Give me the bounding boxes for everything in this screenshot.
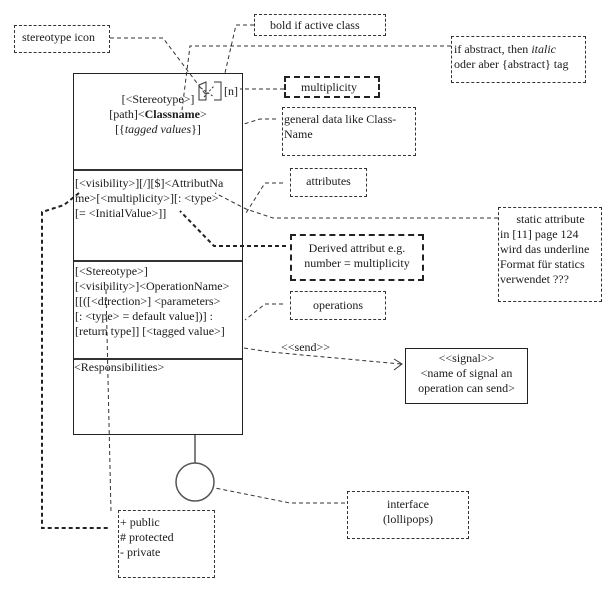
note-line: verwendet ???	[500, 272, 569, 286]
note-text: if abstract, then	[454, 42, 532, 56]
interface-lollipop-icon	[175, 462, 215, 502]
note-text-italic: italic	[531, 42, 556, 56]
note-stereotype-icon: stereotype icon	[14, 25, 110, 53]
connector-operations	[244, 303, 283, 321]
operation-line: [: <type> = default value])] :	[75, 309, 213, 323]
note-visibility: + public # protected - private	[118, 510, 215, 578]
note-operations: operations	[290, 291, 386, 320]
operation-line: [[([<direction>] <parameters>	[75, 294, 221, 308]
note-interface: interface (lollipops)	[347, 491, 469, 539]
note-line: interface	[387, 497, 429, 511]
attributes-compartment: [<visibility>][/][$]<AttributNa me>[<mul…	[74, 176, 242, 221]
note-text: operations	[313, 298, 363, 312]
send-arrowhead-icon	[393, 358, 403, 371]
note-general-data: general data like Class-Name	[282, 107, 416, 156]
operation-line: [<visibility>]<OperationName>	[75, 279, 230, 293]
note-text: multiplicity	[301, 80, 357, 94]
note-line: Format für statics	[500, 257, 585, 271]
note-line: wird das underline	[500, 242, 590, 256]
connector-stereotype-icon	[110, 37, 207, 96]
note-static-attribute: static attribute in [11] page 124 wird d…	[498, 207, 602, 302]
tagged-close: }]	[191, 122, 201, 136]
note-line: static attribute	[516, 212, 585, 226]
signal-box[interactable]: <<signal>> <name of signal an operation …	[405, 348, 528, 404]
multiplicity-marker: [n]	[224, 84, 238, 98]
attribute-line: me>[<multiplicity>][: <type>	[75, 191, 219, 205]
connector-derived	[179, 210, 286, 247]
note-line: in [11] page 124	[500, 227, 579, 241]
signal-line: operation can send>	[418, 381, 515, 395]
note-line: (lollipops)	[383, 512, 433, 526]
tagged-open: [{	[115, 122, 125, 136]
signal-line: <name of signal an	[420, 366, 513, 380]
note-text: attributes	[306, 174, 351, 188]
path-prefix: [path]<	[109, 107, 145, 121]
note-text: general data like Class-Name	[284, 112, 397, 141]
note-line: number = multiplicity	[304, 256, 410, 270]
note-line: - private	[120, 545, 161, 559]
separator-2	[74, 260, 242, 262]
responsibilities-text: <Responsibilities>	[74, 360, 165, 374]
class-name-line: [path]<Classname>	[74, 107, 242, 122]
class-stereotype: [<Stereotype>]	[121, 92, 195, 106]
path-suffix: >	[199, 107, 207, 121]
name-compartment: [<Stereotype>] [path]<Classname> [{tagge…	[74, 92, 242, 170]
operation-line: [return type]] [<tagged value>]	[75, 324, 225, 338]
connector-abstract	[181, 45, 451, 111]
attribute-line: [= <InitialValue>]]	[75, 206, 167, 220]
connector-interface	[214, 487, 345, 504]
connector-general-data	[243, 118, 276, 125]
note-text: stereotype icon	[22, 30, 95, 44]
note-line: Derived attribut e.g.	[308, 241, 406, 255]
note-multiplicity: multiplicity	[284, 76, 380, 98]
connector-attributes	[245, 182, 283, 214]
note-line: oder aber {abstract} tag	[454, 57, 569, 71]
connector-visibility-inner	[105, 289, 112, 513]
operation-line: [<Stereotype>]	[75, 264, 148, 278]
send-label: <<send>>	[281, 340, 331, 354]
attribute-line: [<visibility>][/][$]<AttributNa	[75, 176, 224, 190]
signal-stereotype: <<signal>>	[438, 351, 495, 365]
responsibilities-compartment: <Responsibilities>	[74, 360, 242, 375]
connector-send	[243, 347, 402, 365]
note-abstract: if abstract, then italic oder aber {abst…	[451, 36, 586, 83]
note-text: bold if active class	[270, 18, 360, 32]
note-line: # protected	[120, 530, 174, 544]
tagged-values: tagged values	[124, 122, 192, 136]
separator-1	[74, 169, 242, 171]
stereotype-icon	[198, 81, 222, 101]
note-attributes: attributes	[290, 168, 367, 197]
note-bold-active: bold if active class	[254, 14, 386, 36]
note-derived: Derived attribut e.g. number = multiplic…	[290, 234, 424, 281]
note-line: if abstract, then italic	[454, 42, 585, 57]
connector-bold-active	[224, 24, 254, 74]
class-name: Classname	[144, 107, 200, 121]
operations-compartment: [<Stereotype>] [<visibility>]<OperationN…	[74, 264, 242, 339]
note-line: + public	[120, 515, 160, 529]
connector-visibility-outer	[41, 192, 108, 529]
separator-3	[74, 358, 242, 360]
tagged-values-line: [{tagged values}]	[74, 122, 242, 137]
class-box[interactable]: [<Stereotype>] [path]<Classname> [{tagge…	[73, 73, 243, 435]
connector-static	[214, 192, 498, 219]
